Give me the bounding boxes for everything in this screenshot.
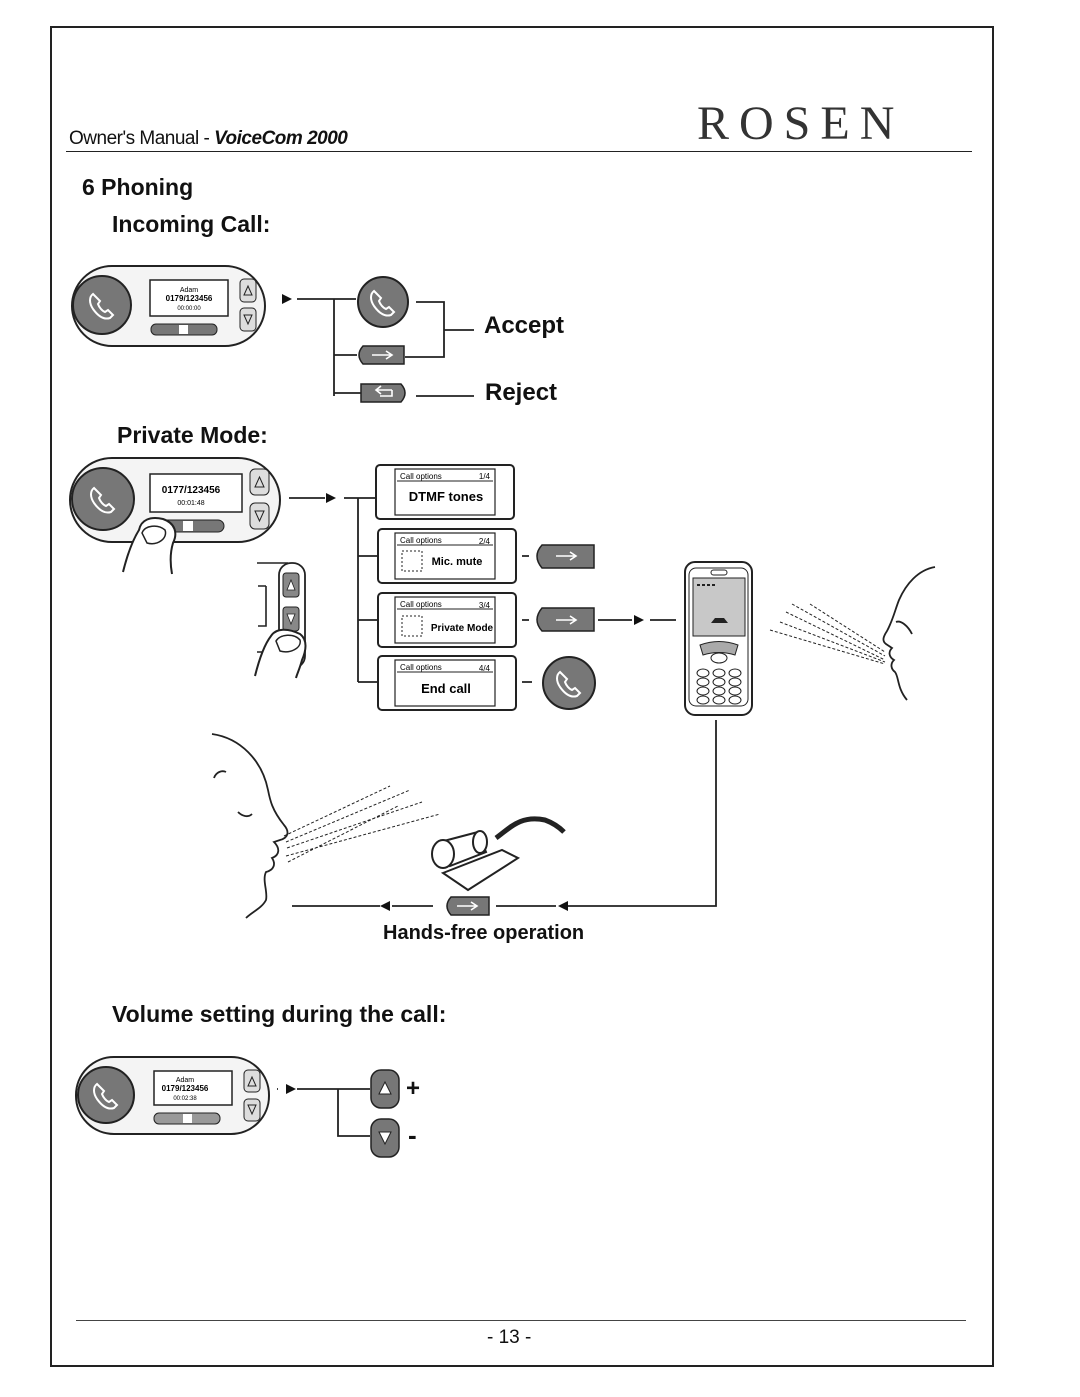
volume-plus-label: +	[406, 1075, 421, 1102]
speaker-face-left	[211, 733, 289, 919]
menu-card-2-index: 2/4	[479, 537, 491, 546]
menu-card-2-item: Mic. mute	[432, 556, 483, 568]
reject-back-key	[360, 383, 406, 403]
mobile-phone	[684, 561, 753, 716]
menu-card-4-item: End call	[421, 681, 471, 696]
menu-card-3-title: Call options	[400, 600, 442, 609]
manual-header: Owner's Manual - VoiceCom 2000	[69, 128, 348, 150]
menu-card-4-title: Call options	[400, 663, 442, 672]
footer-rule	[76, 1320, 966, 1321]
accept-label: Accept	[484, 312, 565, 339]
private-mode-arrow-key	[536, 607, 595, 632]
menu-card-1-index: 1/4	[479, 472, 491, 481]
volume-minus-label: -	[408, 1120, 417, 1150]
menu-card-3-item: Private Mode	[431, 623, 494, 634]
private-mode-device: 0177/123456 00:01:48	[69, 457, 281, 575]
handsfree-arrow-key	[446, 896, 490, 916]
menu-card-2: Call options 2/4 Mic. mute	[377, 528, 517, 584]
menu-card-1: Call options 1/4 DTMF tones	[375, 464, 515, 520]
volume-screen-number: 0179/123456	[162, 1084, 209, 1093]
reject-label: Reject	[485, 379, 558, 406]
menu-card-1-item: DTMF tones	[409, 489, 483, 504]
header-rule	[66, 151, 972, 152]
volume-down-key	[370, 1118, 400, 1158]
page-frame	[50, 26, 994, 1367]
handsfree-label: Hands-free operation	[383, 922, 585, 944]
volume-heading: Volume setting during the call:	[112, 1001, 447, 1027]
accept-arrow-key	[358, 345, 405, 365]
product-name: VoiceCom 2000	[214, 128, 348, 149]
menu-card-2-title: Call options	[400, 536, 442, 545]
incoming-screen-number: 0179/123456	[166, 294, 213, 303]
volume-screen-time: 00:02:38	[173, 1096, 197, 1102]
manual-label: Owner's Manual -	[69, 128, 215, 149]
brand-logo: ROSEN	[697, 97, 905, 150]
mic-mute-arrow-key	[536, 544, 595, 569]
menu-card-4-index: 4/4	[479, 664, 491, 673]
incoming-screen-time: 00:00:00	[177, 306, 201, 312]
menu-card-4: Call options 4/4 End call	[377, 655, 517, 711]
private-screen-time: 00:01:48	[177, 500, 204, 507]
private-mode-heading: Private Mode:	[117, 422, 268, 448]
private-screen-number: 0177/123456	[162, 485, 221, 496]
page-number: - 13 -	[487, 1327, 532, 1348]
menu-card-3-index: 3/4	[479, 601, 491, 610]
menu-card-3: Call options 3/4 Private Mode	[377, 592, 517, 648]
incoming-call-heading: Incoming Call:	[112, 211, 271, 237]
volume-up-key	[370, 1069, 400, 1109]
incoming-screen-name: Adam	[180, 287, 198, 294]
volume-device: Adam 0179/123456 00:02:38	[75, 1056, 270, 1135]
incoming-device: Adam 0179/123456 00:00:00	[71, 265, 266, 347]
volume-screen-name: Adam	[176, 1077, 194, 1084]
side-button-closeup	[254, 562, 307, 679]
section-title: 6 Phoning	[82, 174, 194, 200]
end-call-button	[542, 656, 596, 710]
accept-call-button	[357, 276, 409, 328]
menu-card-1-title: Call options	[400, 472, 442, 481]
microphone	[431, 816, 566, 892]
speaker-face-right	[882, 566, 936, 701]
